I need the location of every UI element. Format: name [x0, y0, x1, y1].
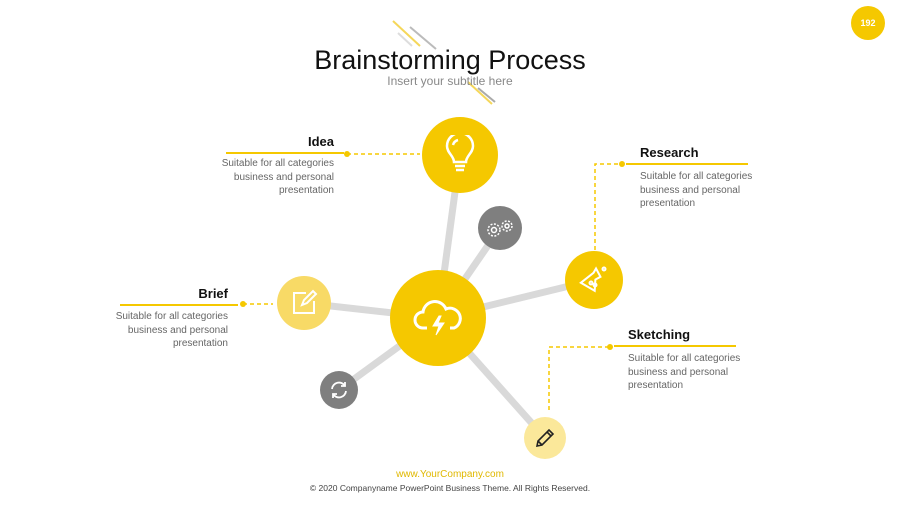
brief-heading: Brief: [198, 286, 228, 301]
flask-icon: [579, 266, 607, 293]
research-underline: [626, 163, 748, 165]
brief-node: [277, 276, 331, 330]
gears-node: [478, 206, 522, 250]
lightbulb-icon: [445, 135, 475, 172]
footer-website-link[interactable]: www.YourCompany.com: [396, 469, 504, 480]
research-heading: Research: [640, 145, 699, 160]
edit-note-icon: [293, 289, 318, 314]
gears-icon: [487, 220, 513, 237]
page-subtitle: Insert your subtitle here: [387, 74, 513, 88]
brief-underline: [120, 304, 238, 306]
center-storm-node: [390, 270, 486, 366]
refresh-icon: [331, 381, 347, 399]
sketching-heading: Sketching: [628, 327, 691, 342]
pencil-icon: [535, 428, 555, 448]
idea-heading: Idea: [307, 134, 334, 149]
idea-underline: [226, 152, 344, 154]
research-node: [565, 251, 623, 309]
refresh-node: [320, 371, 358, 409]
page-title: Brainstorming Process: [314, 45, 586, 75]
footer-copyright: © 2020 Companyname PowerPoint Business T…: [309, 483, 591, 493]
idea-node: [422, 117, 498, 193]
cloud-lightning-icon: [413, 300, 462, 336]
sketching-underline: [614, 345, 736, 347]
page-number-badge: 192: [851, 6, 885, 40]
sketching-node: [524, 417, 566, 459]
